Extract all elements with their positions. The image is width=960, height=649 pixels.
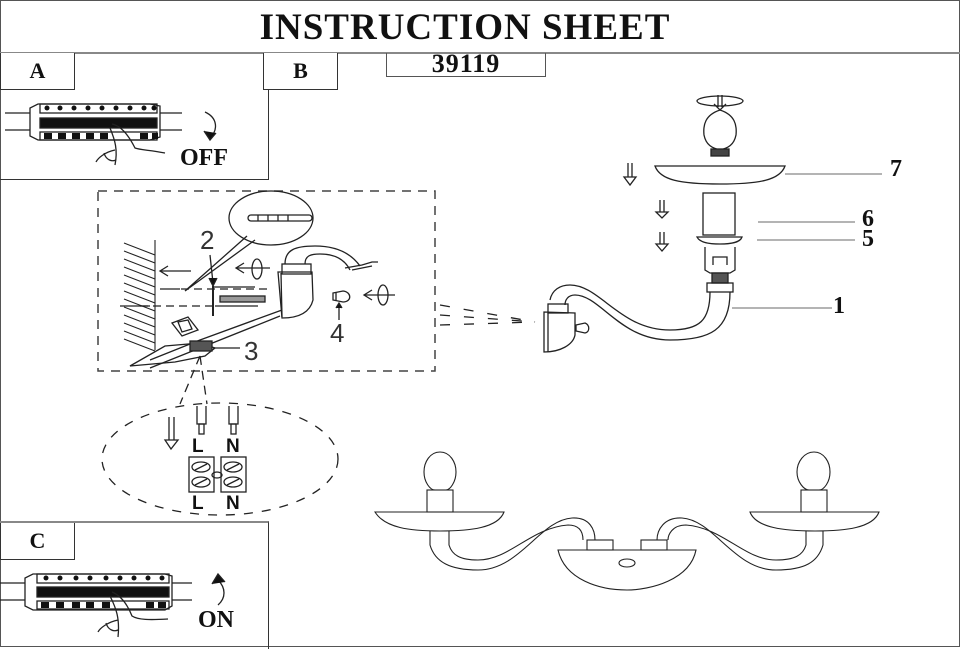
step-b-label: B bbox=[263, 53, 338, 90]
switch-off-label: OFF bbox=[180, 145, 228, 171]
finished-wall-lamp-icon bbox=[374, 451, 880, 591]
step-a-panel bbox=[0, 53, 269, 180]
finial-icon bbox=[332, 284, 395, 320]
wall-plug-icon bbox=[247, 214, 313, 222]
part-callout-1: 1 bbox=[833, 293, 845, 319]
step-a-label: A bbox=[0, 53, 75, 90]
down-arrow-icon bbox=[654, 232, 670, 252]
part-callout-5: 5 bbox=[862, 226, 874, 252]
cup-5-icon bbox=[695, 236, 743, 245]
detail-connector bbox=[439, 304, 536, 326]
arm-1-icon bbox=[543, 284, 731, 353]
title-divider bbox=[0, 52, 960, 54]
breaker-on-icon bbox=[0, 572, 226, 638]
step-c-label: C bbox=[0, 523, 75, 560]
wall-icon bbox=[123, 240, 156, 352]
breaker-off-icon bbox=[5, 103, 217, 166]
push-left-arrow-icon bbox=[158, 265, 191, 277]
callout-2: 2 bbox=[200, 225, 215, 255]
wall-bracket-icon bbox=[149, 245, 378, 369]
threaded-rod-icon bbox=[219, 295, 266, 303]
page-title: INSTRUCTION SHEET bbox=[259, 7, 671, 48]
down-arrow-icon bbox=[654, 200, 670, 219]
wire-label-neutral-bottom: N bbox=[226, 493, 240, 514]
rotate-screw-icon bbox=[234, 258, 270, 280]
wall-plug-zoom-bubble bbox=[228, 190, 314, 246]
wire-label-neutral-top: N bbox=[226, 436, 240, 457]
lamp-socket-icon bbox=[704, 247, 736, 293]
bulb-icon bbox=[696, 95, 744, 157]
down-arrow-icon bbox=[163, 417, 180, 451]
switch-on-label: ON bbox=[198, 607, 234, 633]
candle-sleeve-6-icon bbox=[702, 192, 736, 236]
wire-ends-icon bbox=[196, 406, 239, 435]
down-arrow-icon bbox=[622, 163, 638, 187]
callout-4: 4 bbox=[330, 318, 345, 348]
wire-label-live-top: L bbox=[192, 436, 204, 457]
model-number: 39119 bbox=[386, 51, 546, 77]
bobeche-7-icon bbox=[654, 165, 786, 185]
wiring-detail-bubble bbox=[101, 402, 339, 516]
mounting-detail-frame bbox=[97, 190, 436, 372]
terminal-block-icon bbox=[188, 456, 247, 493]
part-callout-7: 7 bbox=[890, 156, 902, 182]
wire-label-live-bottom: L bbox=[192, 493, 204, 514]
part-callout-6: 6 bbox=[862, 206, 874, 232]
callout-3: 3 bbox=[244, 336, 259, 366]
step-c-panel bbox=[0, 521, 269, 649]
